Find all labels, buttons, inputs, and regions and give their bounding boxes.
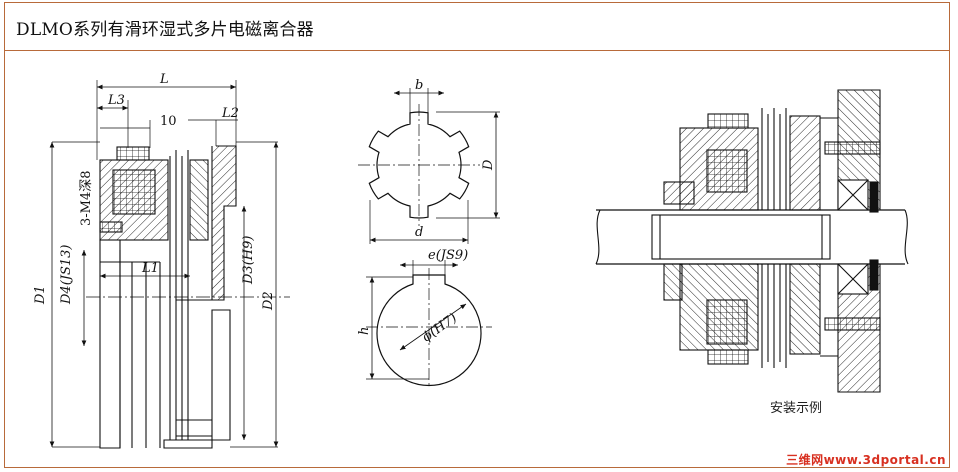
installation-example-view: [595, 89, 909, 393]
bolt-spec: 3-M4深8: [79, 170, 94, 226]
dim-D3: D3(H9): [241, 236, 256, 285]
keyway-bore-view: [366, 260, 492, 388]
dim-D-spline: D: [481, 159, 496, 171]
dim-L2: L2: [221, 106, 239, 121]
dim-e: e(JS9): [428, 248, 468, 263]
dim-L3: L3: [107, 93, 125, 108]
page-title: DLMO系列有滑环湿式多片电磁离合器: [16, 20, 314, 40]
watermark: 三维网www.3dportal.cn: [786, 453, 946, 467]
clutch-side-section-view: [49, 80, 290, 449]
title-bar: DLMO系列有滑环湿式多片电磁离合器: [5, 3, 949, 51]
side-view-labels: L L3 10 L2 L1 3-M4深8 D1 D2 D3(H9) D4(JS1…: [33, 72, 276, 311]
spline-bore-view: [358, 88, 500, 244]
dim-L: L: [159, 72, 169, 87]
dim-10: 10: [160, 114, 177, 129]
dim-D2: D2: [261, 291, 276, 311]
dim-d-spline: d: [415, 225, 423, 240]
dim-L1: L1: [141, 261, 159, 276]
dim-h: h: [357, 327, 372, 335]
dim-D1: D1: [33, 285, 48, 305]
dim-b: b: [415, 78, 423, 93]
spline-labels: b D d: [415, 78, 496, 240]
install-caption: 安装示例: [770, 401, 822, 416]
dim-D4: D4(JS13): [59, 245, 74, 306]
